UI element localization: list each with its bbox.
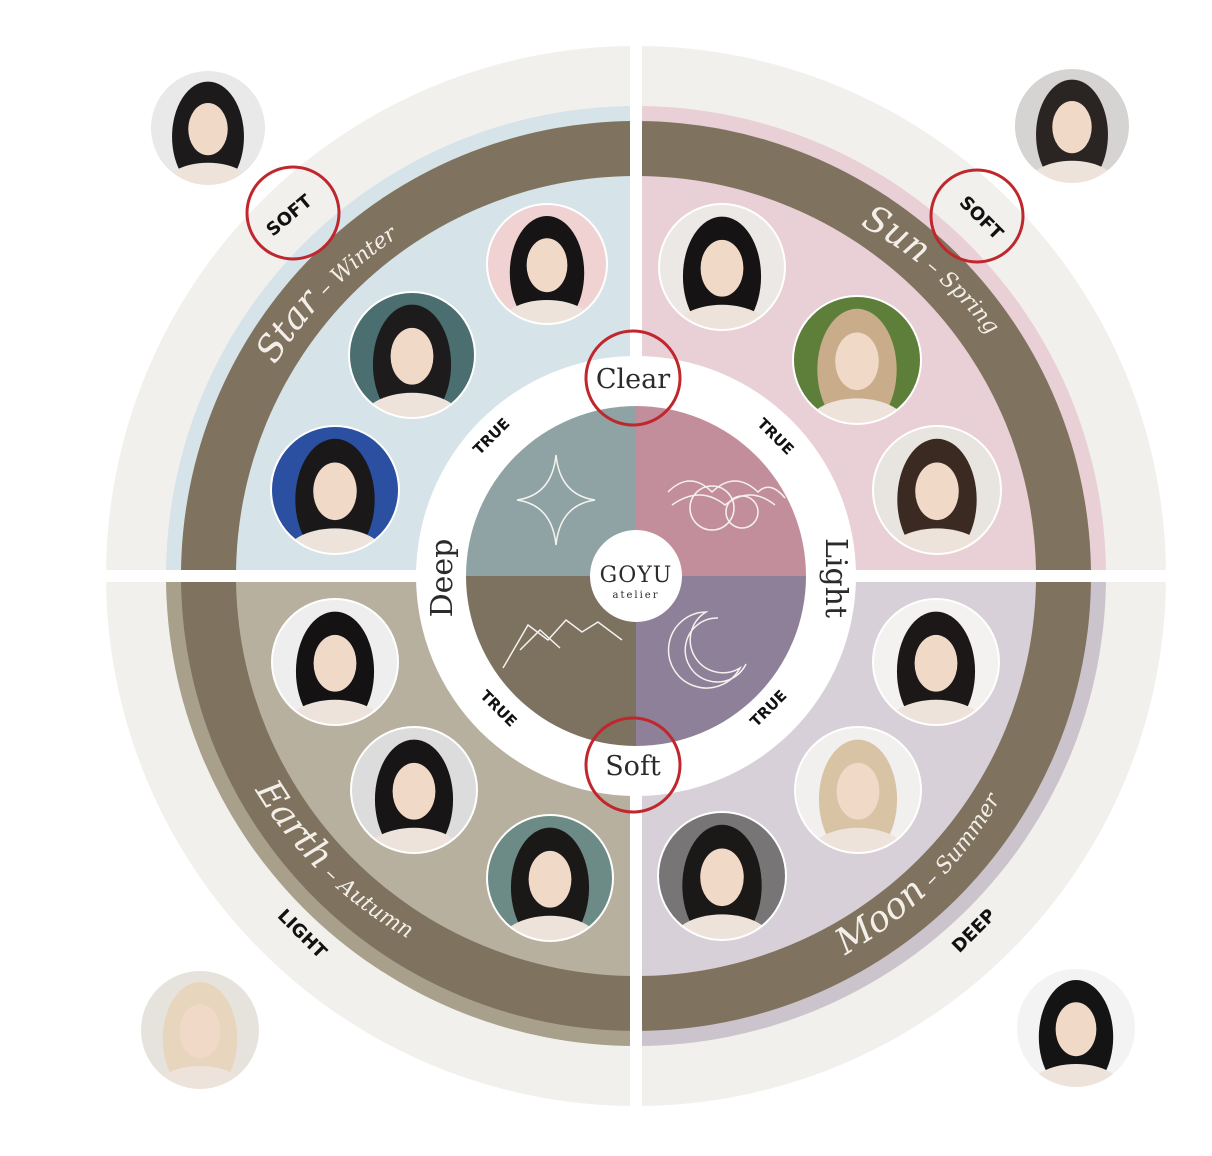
brand-name: GOYU: [600, 563, 673, 588]
axis-label-light: Light: [818, 538, 853, 618]
axis-label-deep: Deep: [425, 539, 460, 618]
axis-label-soft: Soft: [605, 751, 661, 782]
portrait-photo: [1016, 968, 1136, 1118]
brand-sub: atelier: [613, 590, 660, 601]
portrait-photo: [150, 70, 266, 215]
portrait-photo: [1014, 68, 1130, 213]
axis-label-clear: Clear: [596, 364, 670, 395]
portrait-photo: [140, 970, 260, 1120]
